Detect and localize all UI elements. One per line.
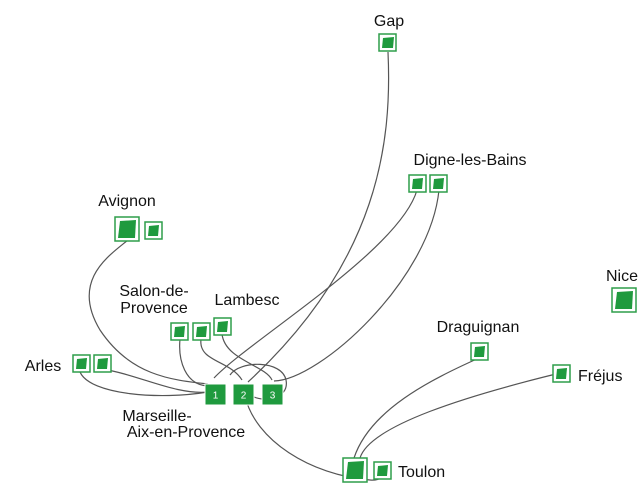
label-avignon: Avignon <box>98 193 156 210</box>
label-marseille-line1: Marseille- <box>122 408 191 425</box>
edge-salon-hub1 <box>179 338 209 387</box>
edge-digne-hub3 <box>273 189 440 382</box>
label-digne-les-bains: Digne-les-Bains <box>414 152 527 169</box>
node-digne-1[interactable] <box>408 174 427 193</box>
edge-salon2-hub2 <box>200 338 243 381</box>
node-nice[interactable] <box>611 287 637 313</box>
node-salon-1[interactable] <box>170 322 189 341</box>
label-arles: Arles <box>25 358 61 375</box>
edge-hub-loop <box>229 363 287 400</box>
label-salon-line1: Salon-de- <box>119 283 188 300</box>
edge-gap-hub2 <box>247 51 390 383</box>
node-frejus[interactable] <box>552 364 571 383</box>
hub-node-3[interactable]: 3 <box>261 383 284 406</box>
node-lambesc[interactable] <box>213 317 232 336</box>
node-toulon-small[interactable] <box>373 461 392 480</box>
edge-frejus-toulon <box>359 372 561 459</box>
edge-arles-hub1 <box>79 371 209 397</box>
edge-draguignan-toulon <box>353 357 480 459</box>
label-lambesc: Lambesc <box>215 292 280 309</box>
hub-number-1: 1 <box>213 391 219 402</box>
label-salon-line2: Provence <box>120 300 188 317</box>
hub-node-1[interactable]: 1 <box>204 383 227 406</box>
label-gap: Gap <box>374 13 404 30</box>
hub-number-3: 3 <box>270 391 276 402</box>
edge-digne-hub1 <box>213 189 418 379</box>
edge-lambesc-hub3 <box>221 333 273 381</box>
hub-number-2: 2 <box>241 391 247 402</box>
hub-node-2[interactable]: 2 <box>232 383 255 406</box>
node-arles-2[interactable] <box>93 354 112 373</box>
node-digne-2[interactable] <box>429 174 448 193</box>
label-frejus: Fréjus <box>578 368 622 385</box>
edge-arles2-hub1 <box>101 368 209 393</box>
node-draguignan[interactable] <box>470 342 489 361</box>
edge-avignon-hub1 <box>88 239 209 385</box>
label-draguignan: Draguignan <box>437 319 520 336</box>
label-toulon: Toulon <box>398 464 445 481</box>
node-avignon-small[interactable] <box>144 221 163 240</box>
node-gap[interactable] <box>378 33 397 52</box>
node-avignon-large[interactable] <box>114 216 140 242</box>
label-nice: Nice <box>606 268 638 285</box>
node-arles-1[interactable] <box>72 354 91 373</box>
label-marseille-line2: Aix-en-Provence <box>127 424 245 441</box>
node-toulon-large[interactable] <box>342 457 368 483</box>
node-salon-2[interactable] <box>192 322 211 341</box>
edges <box>79 51 561 481</box>
